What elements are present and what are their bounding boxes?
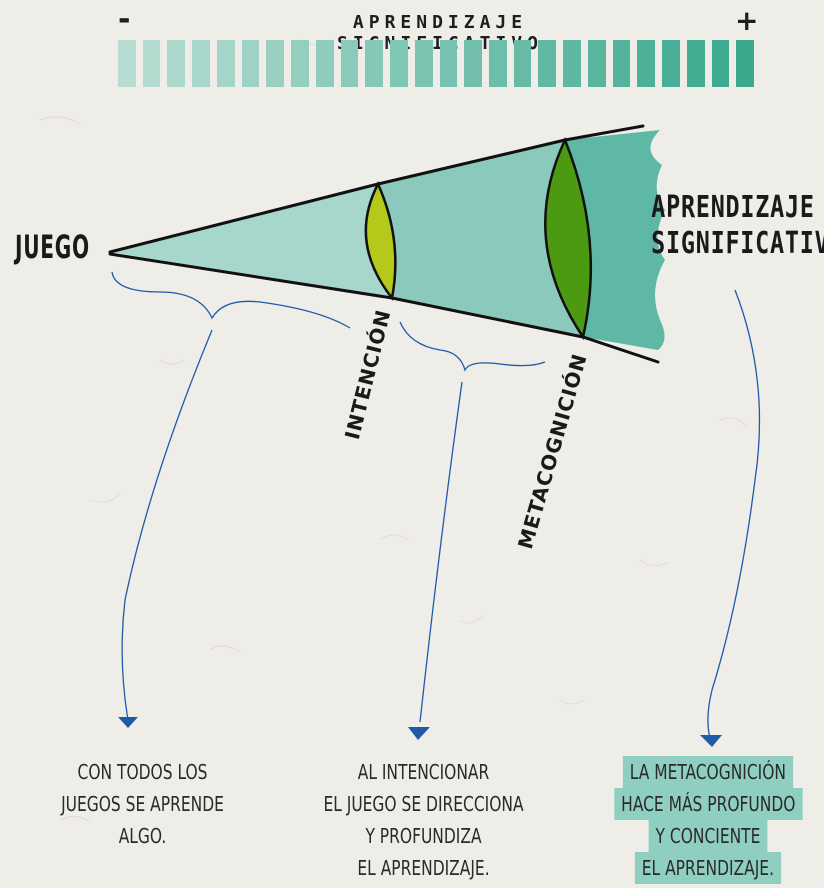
- scale-segment: [365, 40, 384, 87]
- scale-segment: [489, 40, 507, 87]
- arrowhead-1: [118, 717, 138, 728]
- note-metacognicion: LA METACOGNICIÓN HACE MÁS PROFUNDO Y CON…: [592, 756, 824, 884]
- minus-sign: -: [118, 2, 131, 37]
- note-1-line-3: ALGO.: [118, 824, 167, 848]
- note-2-line-2: EL JUEGO SE DIRECCIONA: [323, 792, 524, 816]
- scale-segment: [563, 40, 581, 87]
- start-label-juego: JUEGO: [15, 228, 90, 266]
- note-3-line-1: LA METACOGNICIÓN: [622, 756, 794, 788]
- arrowhead-2: [408, 727, 430, 740]
- brace-intencion: [399, 321, 546, 372]
- arrowhead-3: [700, 735, 722, 747]
- metacognition-lens-outline: [544, 136, 593, 341]
- scale-segment: [192, 40, 210, 87]
- end-label-line-1: APRENDIZAJE: [651, 190, 815, 225]
- cone-top-edge: [108, 124, 645, 254]
- metacognition-lens: [545, 140, 591, 337]
- cone-segment-2: [378, 140, 589, 337]
- note-2-line-1: AL INTENCIONAR: [357, 760, 490, 784]
- intention-lens-outline: [364, 181, 397, 301]
- end-label-line-2: SIGNIFICATIVO: [651, 226, 824, 261]
- scale-segment: [118, 40, 136, 87]
- cone-segment-1: [110, 184, 395, 298]
- note-2-line-4: EL APRENDIZAJE.: [357, 856, 490, 880]
- scale-title: APRENDIZAJE SIGNIFICATIVO: [337, 12, 538, 54]
- scale-segment: [637, 40, 656, 87]
- gradient-scale-bar: [118, 40, 755, 87]
- brace-juego: [111, 271, 351, 329]
- scale-segment: [587, 40, 606, 87]
- note-2-line-3: Y PROFUNDIZA: [365, 824, 482, 848]
- note-1-line-1: CON TODOS LOS: [77, 760, 208, 784]
- note-3-line-2: HACE MÁS PROFUNDO: [613, 788, 803, 820]
- scale-segment: [216, 40, 235, 87]
- scale-segment: [414, 40, 433, 87]
- scale-segment: [662, 40, 680, 87]
- scale-segment: [439, 40, 458, 87]
- note-3-line-4: EL APRENDIZAJE.: [635, 852, 781, 884]
- scale-segment: [464, 40, 483, 87]
- scale-segment: [266, 40, 285, 87]
- scale-segment: [538, 40, 557, 87]
- scale-segment: [340, 40, 359, 87]
- arrow-2: [419, 381, 463, 723]
- note-1-line-2: JUEGOS SE APRENDE: [61, 792, 224, 816]
- scale-segment: [315, 40, 334, 87]
- scale-segment: [291, 40, 309, 87]
- scale-segment: [241, 40, 260, 87]
- arrow-1: [121, 329, 213, 721]
- scale-segment: [142, 40, 161, 87]
- scale-segment: [513, 40, 532, 87]
- arrow-3: [707, 289, 761, 739]
- scale-segment: [686, 40, 705, 87]
- cone-bottom-edge: [108, 252, 660, 364]
- scale-segment: [390, 40, 408, 87]
- note-juego: CON TODOS LOS JUEGOS SE APRENDE ALGO.: [30, 756, 255, 852]
- scale-segment: [711, 40, 730, 87]
- scale-segment: [167, 40, 186, 87]
- plus-sign: +: [735, 4, 759, 37]
- end-label-aprendizaje: APRENDIZAJE SIGNIFICATIVO: [651, 190, 824, 262]
- note-intencion: AL INTENCIONAR EL JUEGO SE DIRECCIONA Y …: [296, 756, 551, 884]
- scale-segment: [612, 40, 631, 87]
- note-3-line-3: Y CONCIENTE: [648, 820, 768, 852]
- scale-segment: [736, 40, 755, 87]
